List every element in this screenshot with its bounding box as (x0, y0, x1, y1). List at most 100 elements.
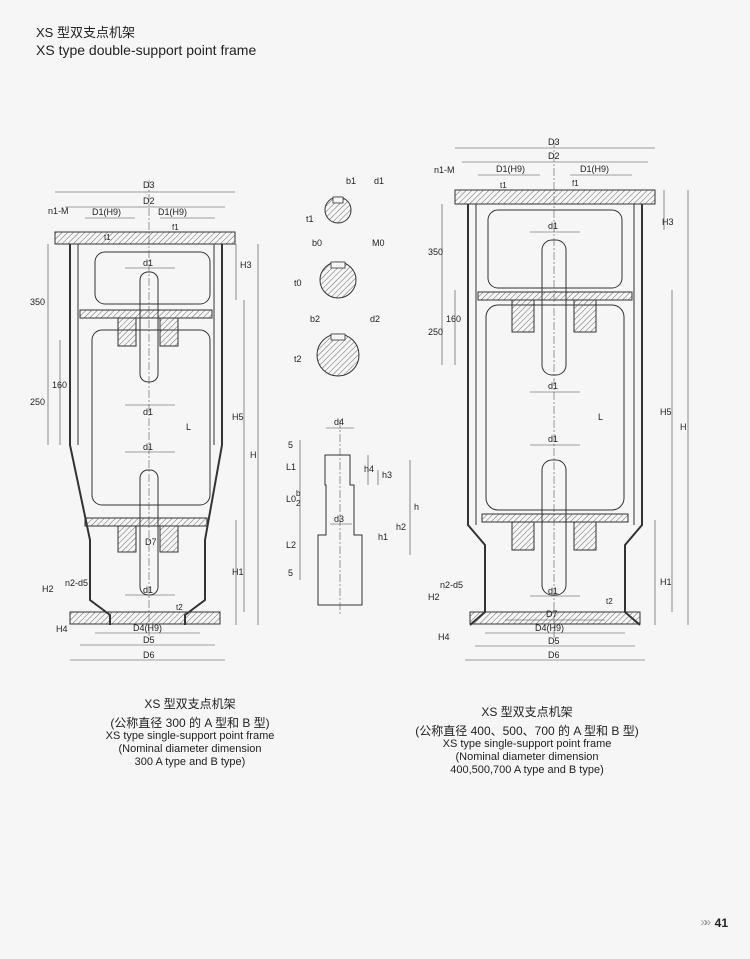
right-label-D6: D6 (548, 650, 560, 660)
right-caption-line4: (Nominal diameter dimension (455, 751, 599, 763)
left-label-t1: t1 (104, 233, 111, 242)
right-caption-line2: (公称直径 400、500、700 的 A 型和 B 型) (415, 724, 639, 738)
right-label-250: 250 (428, 327, 443, 337)
right-bearing-upper-l (511, 299, 535, 333)
right-label-H2: H2 (428, 592, 440, 602)
right-label-n1M: n1-M (434, 165, 455, 175)
right-label-d1-top: d1 (548, 221, 558, 231)
left-label-H4: H4 (56, 624, 68, 634)
left-label-D5: D5 (143, 635, 155, 645)
right-label-f1: f1 (572, 179, 579, 188)
mid-label-t1: t1 (306, 214, 314, 224)
right-label-D1a: D1(H9) (496, 164, 525, 174)
left-label-t2: t2 (176, 603, 183, 612)
left-label-250: 250 (30, 397, 45, 407)
mid-label-h3: h3 (382, 470, 392, 480)
left-outer-wall-right (184, 244, 223, 625)
right-upper-window (487, 209, 623, 289)
right-caption-line3: XS type single-support point frame (442, 738, 612, 750)
right-label-D7: D7 (546, 609, 558, 619)
left-inner-wall (77, 244, 215, 445)
page-arrows-icon: »» (700, 915, 712, 929)
page-title-cn: XS 型双支点机架 (36, 25, 135, 40)
left-middle-plate (79, 309, 213, 319)
right-caption-line1: XS 型双支点机架 (481, 705, 573, 719)
shaft-elevation (317, 454, 363, 606)
left-label-D6: D6 (143, 650, 155, 660)
mid-label-L1: L1 (286, 462, 296, 472)
right-label-n2d5: n2-d5 (440, 580, 463, 590)
left-outer-wall-left (69, 244, 111, 625)
mid-label-5a: 5 (288, 440, 293, 450)
right-frame-drawing: D3 D2 n1-M D1(H9) D1(H9) t1 f1 H3 d1 d1 … (428, 137, 689, 661)
left-label-H: H (250, 450, 257, 460)
left-caption: XS 型双支点机架 (公称直径 300 的 A 型和 B 型) XS type … (70, 698, 310, 769)
right-label-H: H (680, 422, 687, 432)
left-label-f1: f1 (172, 223, 179, 232)
right-label-D1b: D1(H9) (580, 164, 609, 174)
mid-label-h4: h4 (364, 464, 374, 474)
left-top-flange (54, 231, 236, 245)
left-label-d1-low: d1 (143, 442, 153, 452)
mid-label-d1: d1 (374, 176, 384, 186)
right-label-D4: D4(H9) (535, 623, 564, 633)
right-top-flange (454, 189, 656, 205)
right-label-H5: H5 (660, 407, 672, 417)
right-label-t2: t2 (606, 597, 613, 606)
mid-label-b1: b1 (346, 176, 356, 186)
mid-label-L2: L2 (286, 540, 296, 550)
right-inner-wall (475, 204, 635, 525)
right-bearing-lower-r (573, 521, 597, 551)
mid-label-M0: M0 (372, 238, 385, 248)
right-label-t1: t1 (500, 181, 507, 190)
mid-label-2: 2 (296, 499, 301, 508)
right-caption: XS 型双支点机架 (公称直径 400、500、700 的 A 型和 B 型) … (392, 706, 662, 777)
right-caption-line5: 400,500,700 A type and B type) (450, 764, 604, 776)
left-label-d1-top: d1 (143, 258, 153, 268)
left-label-D3: D3 (143, 180, 155, 190)
right-bearing-lower-l (511, 521, 535, 551)
left-label-160: 160 (52, 380, 67, 390)
mid-label-d4: d4 (334, 417, 344, 427)
right-bearing-upper-r (573, 299, 597, 333)
left-label-d1-mid: d1 (143, 407, 153, 417)
right-label-H1: H1 (660, 577, 672, 587)
mid-label-5b: 5 (288, 568, 293, 578)
left-lower-window (91, 329, 211, 506)
left-label-H5: H5 (232, 412, 244, 422)
right-middle-plate (477, 291, 633, 301)
right-label-H3: H3 (662, 217, 674, 227)
left-caption-line5: 300 A type and B type) (134, 756, 246, 768)
left-label-D1a: D1(H9) (92, 207, 121, 217)
left-label-L: L (186, 422, 191, 432)
page-title-en: XS type double-support point frame (36, 42, 257, 58)
left-lower-plate (84, 517, 208, 527)
mid-label-b0: b0 (312, 238, 322, 248)
right-label-350: 350 (428, 247, 443, 257)
left-bearing-lower-l (117, 525, 137, 553)
left-upper-window (94, 251, 211, 305)
right-lower-plate (481, 513, 629, 523)
left-label-D2: D2 (143, 196, 155, 206)
left-caption-line1: XS 型双支点机架 (144, 697, 236, 711)
left-bearing-upper-l (117, 317, 137, 347)
mid-label-d2: d2 (370, 314, 380, 324)
mid-label-b2: b2 (310, 314, 320, 324)
left-label-n1M: n1-M (48, 206, 69, 216)
right-label-160: 160 (446, 314, 461, 324)
right-label-D5: D5 (548, 636, 560, 646)
right-label-D3: D3 (548, 137, 560, 147)
left-caption-line4: (Nominal diameter dimension (118, 743, 262, 755)
left-bearing-upper-r (159, 317, 179, 347)
left-label-H2: H2 (42, 584, 54, 594)
right-base-flange (469, 611, 641, 625)
mid-label-t2: t2 (294, 354, 302, 364)
middle-shaft-detail-drawing: b1 d1 t1 b0 M0 t0 b2 d2 t2 d4 5 L1 h4 h3… (286, 176, 419, 615)
right-lower-window (485, 304, 625, 511)
right-label-H4: H4 (438, 632, 450, 642)
page-number: 41 (714, 916, 728, 930)
left-label-D1b: D1(H9) (158, 207, 187, 217)
left-label-350: 350 (30, 297, 45, 307)
left-label-H3: H3 (240, 260, 252, 270)
